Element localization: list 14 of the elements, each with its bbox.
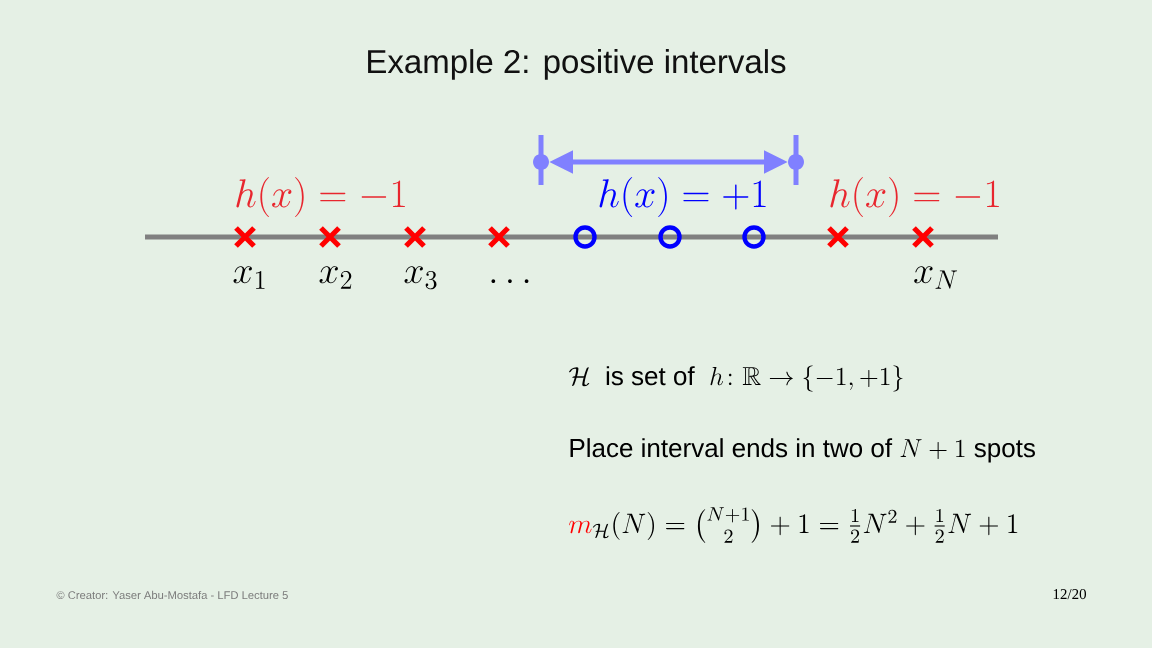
point-label: $x_2$ xyxy=(319,266,352,289)
point-label: $x_N$ xyxy=(914,266,958,289)
point-label: $x_3$ xyxy=(404,266,437,290)
region-label: $h(x) = -1$ xyxy=(236,177,405,217)
footer-credit: © Creator: Yaser Abu-Mostafa - LFD Lecture 5 xyxy=(56,590,288,600)
region-label: $h(x) = -1$ xyxy=(830,177,999,217)
page-number: 12/20 xyxy=(1053,589,1087,600)
formula-text: $\mathcal{H}\ \ \text{is set of}\ \ h\colon \mathbb{R} \to \{-1,+1\}$ xyxy=(568,365,903,392)
region-label: $h(x) = +1$ xyxy=(599,177,766,217)
point-label: $x_1$ xyxy=(233,266,265,289)
point-label: $\ldots$ xyxy=(491,279,529,283)
formula-text: $\text{Place interval ends in two of } N+1 \text{ spots}$ xyxy=(570,438,1035,463)
formula-text: $\textcolor{red}{m}_{\mathcal{H}}(N) = \binom{N+1}{2} + 1 = \tfrac{1}{2}N^2 + \tfrac{1}{2}N + 1$ xyxy=(569,507,1018,543)
slide-title: Example 2: positive intervals xyxy=(368,49,786,80)
